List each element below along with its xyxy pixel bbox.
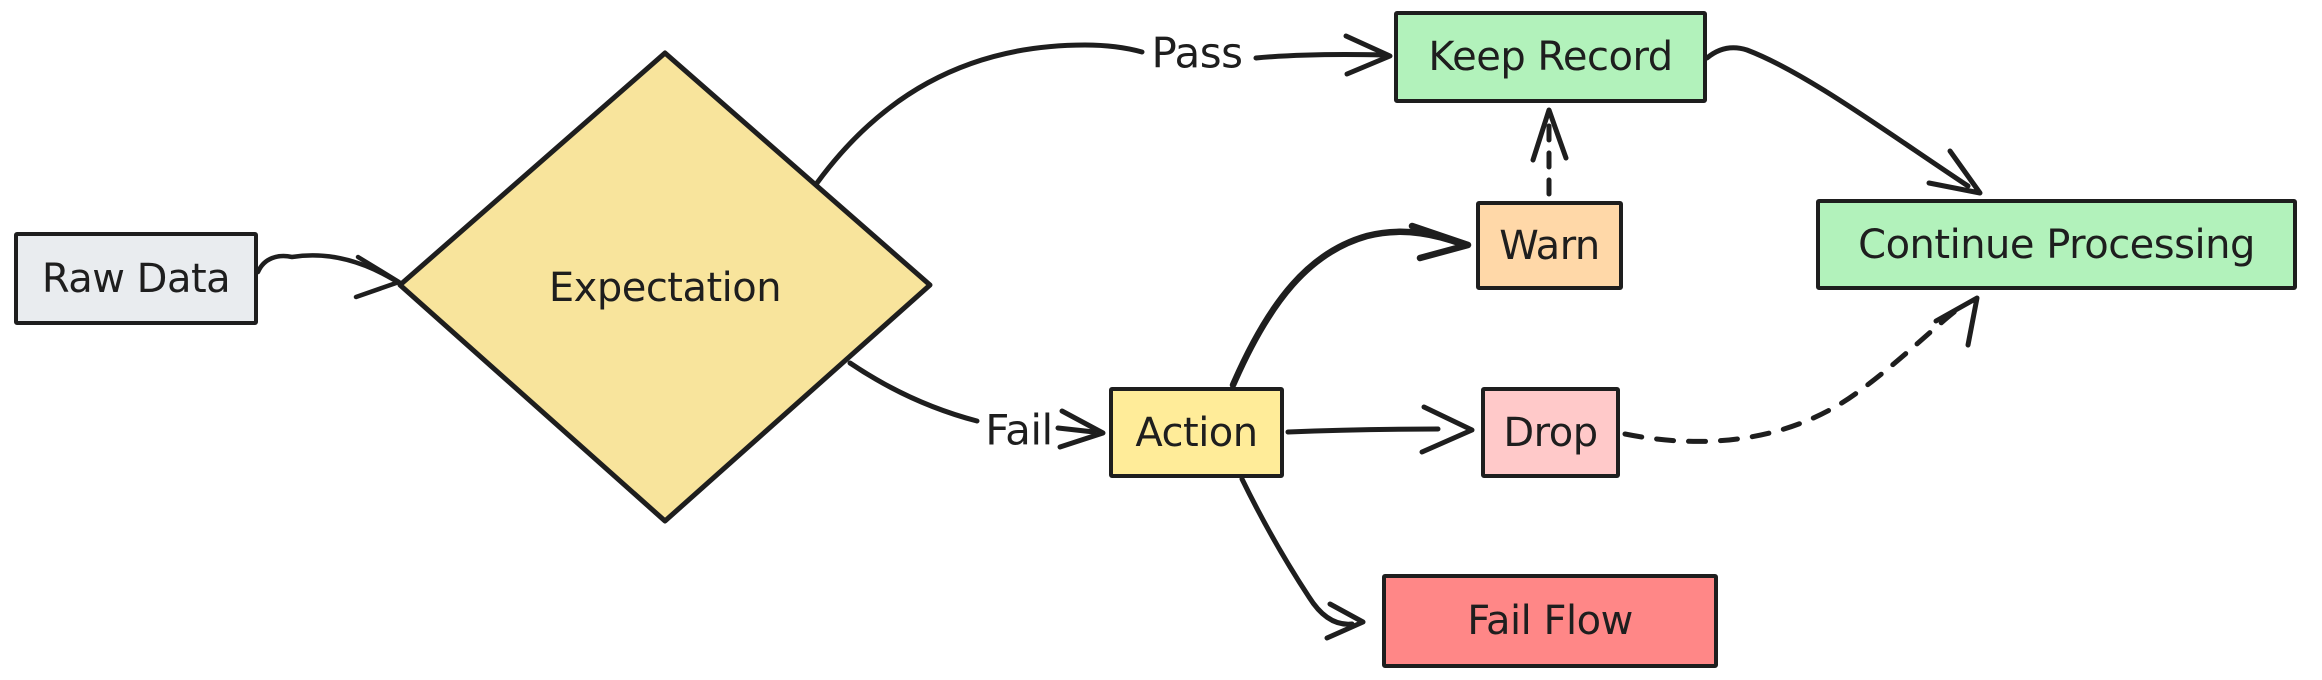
node-action: Action [1109, 387, 1284, 478]
edge-warn-to-keep-record [1530, 107, 1569, 197]
edge-action-to-fail-flow [1239, 476, 1366, 641]
edge-action-to-warn [1229, 222, 1472, 389]
node-raw-data-label: Raw Data [41, 255, 231, 302]
node-raw-data: Raw Data [14, 232, 258, 325]
node-drop-label: Drop [1503, 409, 1598, 456]
node-warn: Warn [1476, 201, 1623, 290]
node-expectation-diamond [397, 50, 933, 524]
node-expectation-label: Expectation [548, 265, 782, 311]
node-continue-processing: Continue Processing [1816, 199, 2297, 290]
node-drop: Drop [1481, 387, 1620, 478]
node-action-label: Action [1135, 409, 1258, 456]
node-continue-processing-label: Continue Processing [1858, 221, 2255, 268]
node-fail-flow: Fail Flow [1382, 574, 1718, 668]
edge-drop-to-continue-processing [1622, 295, 1980, 444]
edge-label-pass: Pass [1151, 28, 1243, 78]
edge-raw-data-to-expectation [255, 253, 402, 300]
node-keep-record-label: Keep Record [1428, 34, 1673, 80]
edge-expectation-to-keep-record [814, 33, 1393, 186]
node-keep-record: Keep Record [1394, 11, 1707, 103]
edge-action-to-drop [1285, 404, 1475, 455]
node-fail-flow-label: Fail Flow [1467, 598, 1633, 644]
node-warn-label: Warn [1499, 222, 1600, 269]
edge-keep-record-to-continue-processing [1704, 45, 1983, 196]
edge-label-fail: Fail [985, 405, 1053, 455]
edge-expectation-to-action [847, 360, 1106, 450]
